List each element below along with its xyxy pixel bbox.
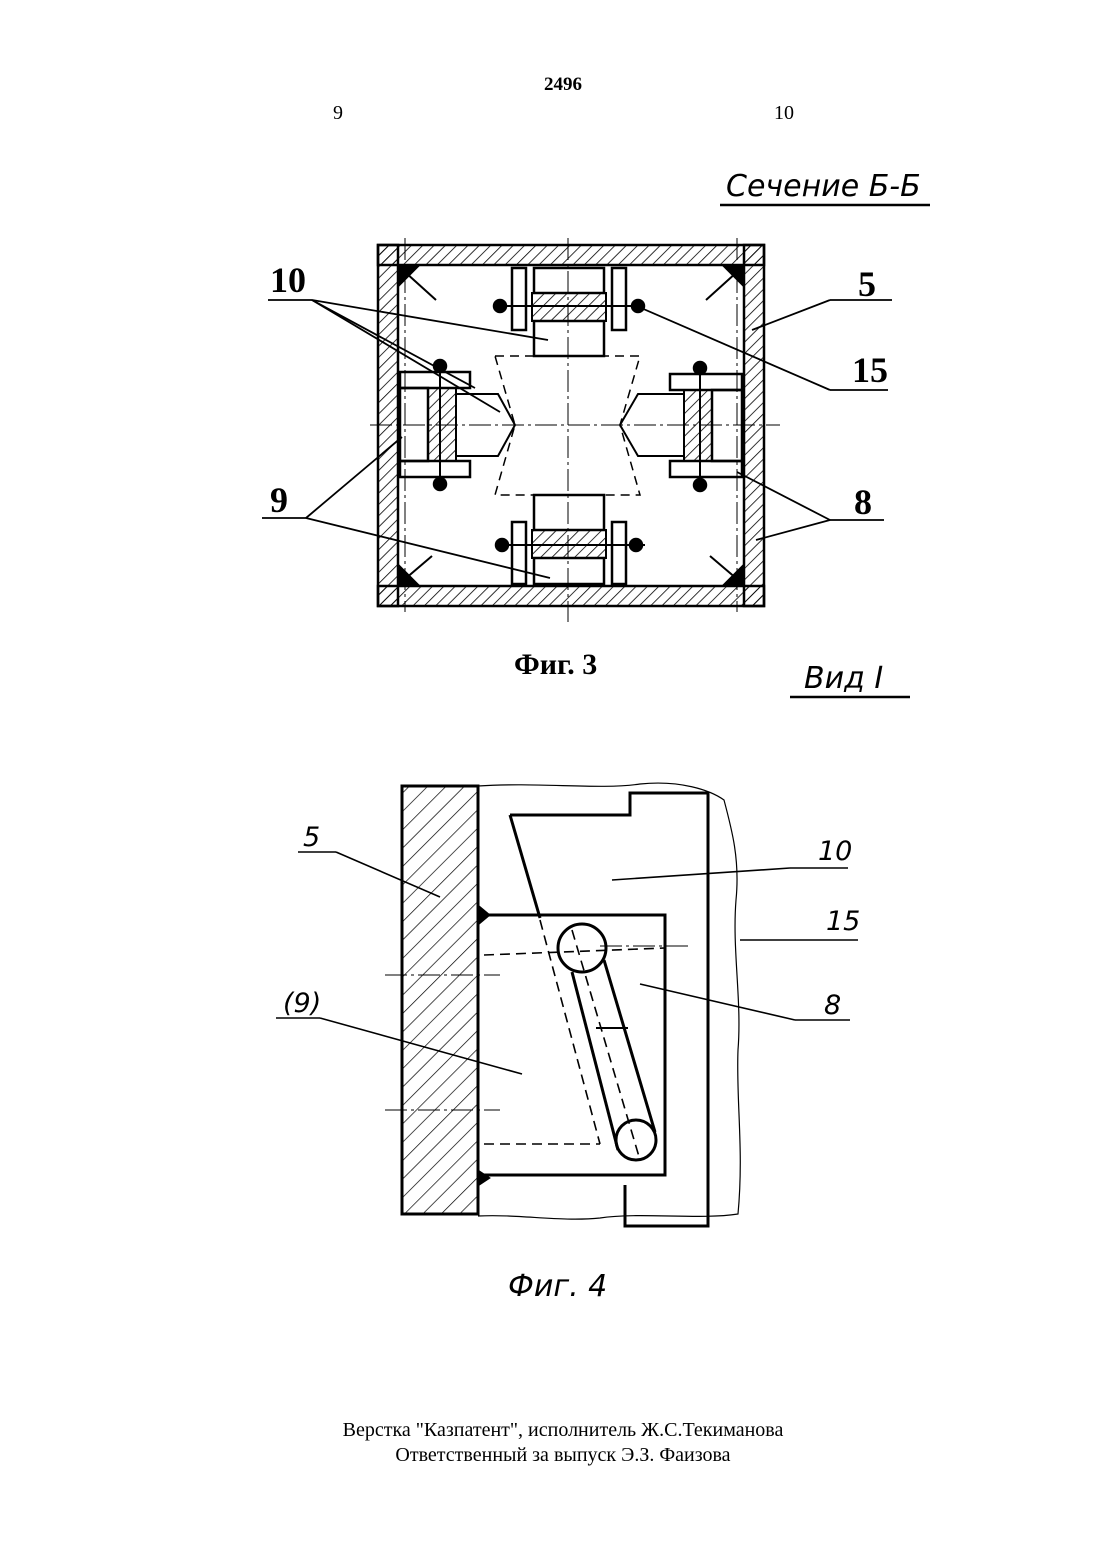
footer-line-2: Ответственный за выпуск Э.З. Фаизова [0, 1443, 1100, 1468]
fig3-label-10: 10 [270, 260, 306, 300]
fig4-plate [484, 915, 665, 1175]
fig3-caption: Фиг. 3 [514, 648, 597, 681]
fig4-wall-section [402, 786, 478, 1214]
fig4-slot [558, 924, 656, 1160]
fig3-label-8: 8 [854, 482, 872, 522]
fig4-hidden-lines [484, 920, 665, 1160]
figure-3: Сечение Б-Б [262, 169, 930, 681]
fig4-label-8: 8 [824, 990, 841, 1021]
fig4-label-10: 10 [818, 836, 852, 867]
fig4-break-line [478, 783, 740, 1219]
fig3-label-9: 9 [270, 480, 288, 520]
fig4-label-5: 5 [303, 822, 320, 853]
footer-line-1: Верстка "Казпатент", исполнитель Ж.С.Тек… [0, 1418, 1100, 1443]
fig4-label-9: (9) [283, 988, 321, 1019]
figure-4: 5 10 15 (9) 8 Фиг. 4 [276, 783, 860, 1304]
fig3-right-roller [620, 362, 742, 491]
fig3-top-roller [494, 268, 645, 356]
fig3-label-15: 15 [852, 350, 888, 390]
fig4-label-15: 15 [826, 906, 860, 937]
fig3-label-5: 5 [858, 264, 876, 304]
fig4-leader-lines [276, 852, 858, 1074]
fig4-bracket [510, 793, 708, 1226]
footer: Верстка "Казпатент", исполнитель Ж.С.Тек… [0, 1418, 1100, 1468]
view-title: Вид I [790, 661, 910, 697]
fig4-view-title: Вид I [804, 661, 883, 696]
fig4-caption: Фиг. 4 [508, 1269, 607, 1304]
fig3-section-title: Сечение Б-Б [726, 169, 921, 204]
